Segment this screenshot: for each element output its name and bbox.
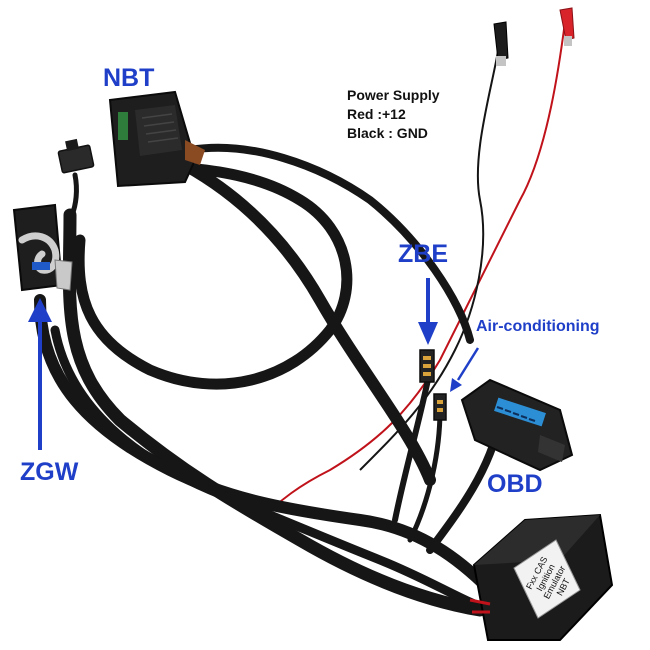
emulator-box xyxy=(469,513,614,641)
nbt-connector xyxy=(108,90,205,188)
harness-upper-right xyxy=(186,143,474,344)
red-power-wire xyxy=(259,21,566,521)
red-clip xyxy=(559,7,575,46)
power-supply-black: Black : GND xyxy=(347,125,428,141)
stub-connector xyxy=(57,138,95,174)
zbe-arrow xyxy=(418,278,438,345)
harness-loop-inner xyxy=(73,162,353,390)
aircon-connector xyxy=(433,393,447,421)
aircon-arrow xyxy=(450,347,480,392)
label-zbe: ZBE xyxy=(398,240,448,268)
power-supply-title: Power Supply xyxy=(347,87,440,103)
harness-trunk-nbt xyxy=(179,159,436,486)
label-zgw: ZGW xyxy=(20,458,79,486)
branch-aircon xyxy=(407,407,443,543)
branch-stub xyxy=(69,172,79,218)
zgw-connector xyxy=(12,203,73,292)
label-air-conditioning: Air-conditioning xyxy=(476,318,600,335)
branch-zbe xyxy=(392,367,433,523)
zbe-connector xyxy=(419,349,435,383)
harness-lower-bundle xyxy=(34,294,496,596)
power-supply-red: Red :+12 xyxy=(347,106,406,122)
zgw-arrow xyxy=(28,298,52,450)
black-clip xyxy=(493,21,509,66)
label-nbt: NBT xyxy=(103,64,155,92)
obd-connector xyxy=(460,378,574,472)
label-obd: OBD xyxy=(487,470,543,498)
harness-lower-bundle-2 xyxy=(50,325,495,615)
black-power-wire xyxy=(359,34,501,471)
